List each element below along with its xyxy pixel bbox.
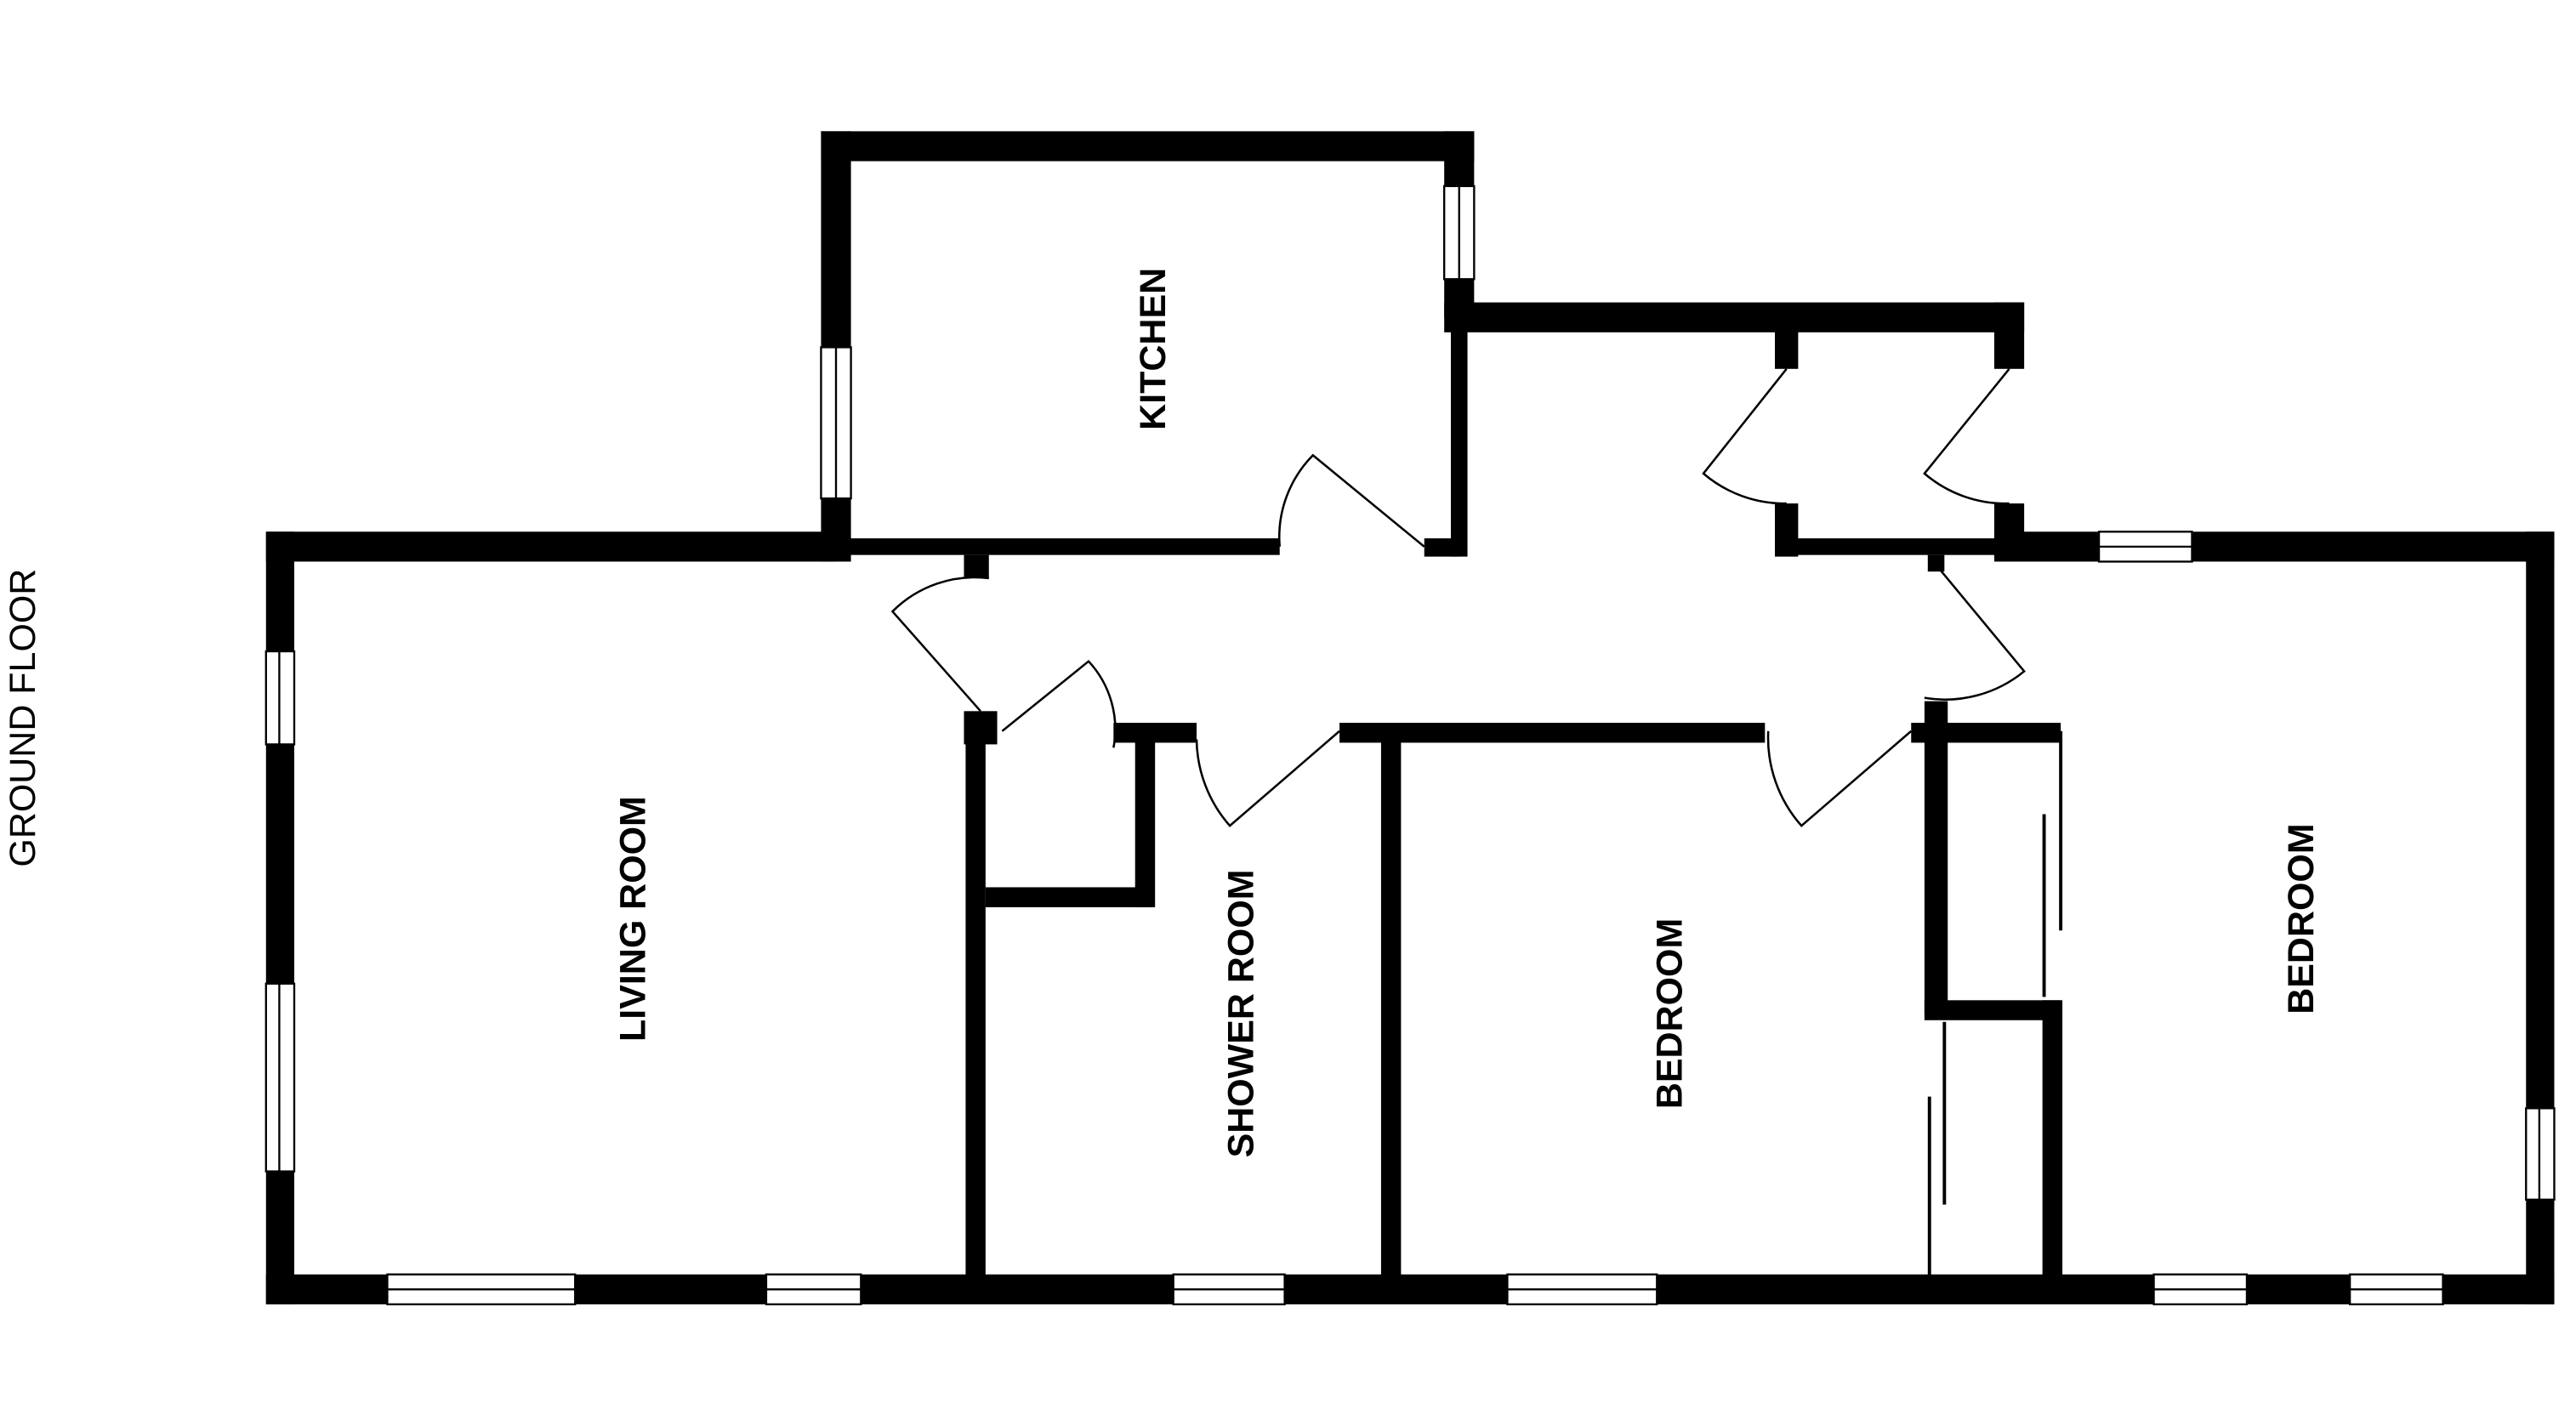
closet-door-1 bbox=[1702, 368, 1788, 505]
room-label-kitchen: KITCHEN bbox=[1133, 268, 1174, 430]
windows bbox=[264, 185, 2556, 1306]
bedroom-door bbox=[1766, 730, 1913, 827]
room-labels: KITCHEN LIVING ROOM SHOWER ROOM BEDROOM … bbox=[3, 268, 2322, 1158]
doors bbox=[890, 367, 2063, 1276]
floor-label: GROUND FLOOR bbox=[3, 569, 43, 867]
kitchen-door bbox=[1278, 453, 1425, 548]
shower-room-door bbox=[1195, 730, 1340, 827]
room-label-living-room: LIVING ROOM bbox=[612, 796, 653, 1042]
room-label-bedroom: BEDROOM bbox=[1650, 918, 1691, 1109]
closet-door-2 bbox=[1923, 367, 2010, 505]
walls bbox=[265, 131, 2555, 1304]
room-label-bedroom-2: BEDROOM bbox=[2281, 823, 2322, 1014]
room-label-shower-room: SHOWER ROOM bbox=[1220, 869, 1261, 1157]
bedroom-2-door bbox=[1924, 564, 2026, 701]
living-room-door bbox=[890, 576, 989, 713]
cupboard-door bbox=[1001, 659, 1117, 748]
